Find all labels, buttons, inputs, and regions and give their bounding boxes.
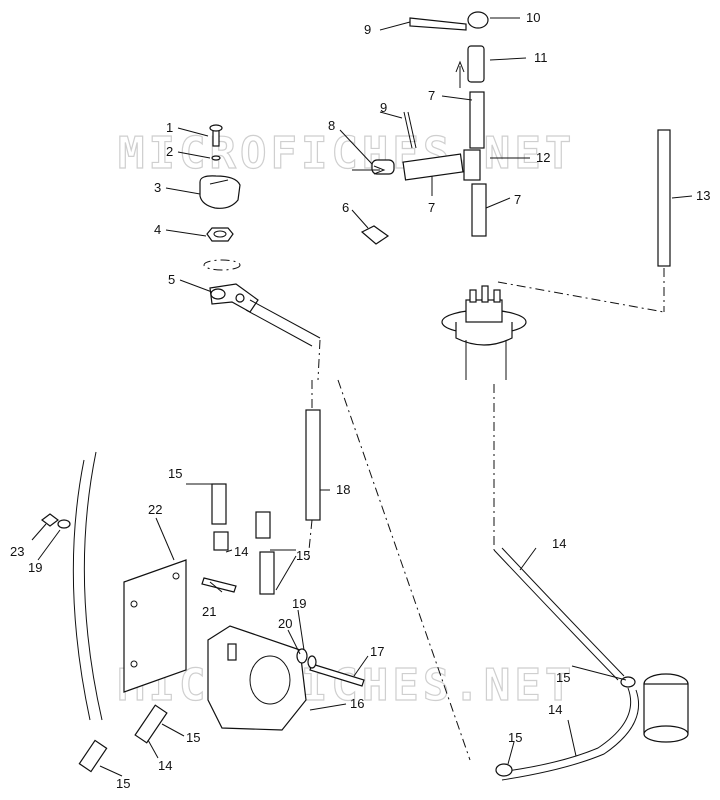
pump-body-part [207,625,307,731]
bracket-part [123,559,187,693]
label-7-middle: 7 [428,200,435,215]
fuel-filter-part [643,673,689,743]
retaining-ring-part [203,259,241,271]
label-4: 4 [154,222,161,237]
leader-lines [31,17,693,777]
label-11: 11 [534,50,548,65]
label-16: 16 [350,696,364,711]
label-15-pump-outlet: 15 [186,730,200,745]
label-22: 22 [148,502,162,517]
clip-part [360,225,390,245]
label-21: 21 [202,604,216,619]
label-13: 13 [696,188,710,203]
hose-upper-part [469,91,485,149]
fuel-hose-part [493,547,640,781]
label-8: 8 [328,118,335,133]
label-5: 5 [168,272,175,287]
label-9-top: 9 [364,22,371,37]
label-20: 20 [278,616,292,631]
label-6: 6 [342,200,349,215]
vent-cap-part [199,175,241,209]
label-18: 18 [336,482,350,497]
label-10: 10 [526,10,540,25]
label-1: 1 [166,120,173,135]
hose-middle-part [402,153,464,181]
label-15-fitting-right: 15 [296,548,310,563]
label-15-hose-end: 15 [508,730,522,745]
nut-part [206,227,234,242]
filter-cap-part [467,11,489,29]
label-7-upper: 7 [428,88,435,103]
label-19-left: 19 [28,560,42,575]
vent-valve-part [467,45,485,83]
return-hose-part [657,129,671,267]
label-9-middle: 9 [380,100,387,115]
vent-screw-top-part [409,17,467,31]
label-14-pump: 14 [234,544,248,559]
label-14-bottom: 14 [158,758,172,773]
fuel-line-part [305,409,321,521]
tank-sender-part [441,285,527,346]
label-3: 3 [154,180,161,195]
bracket-bolt-part [201,577,237,593]
label-12: 12 [536,150,550,165]
label-15-bottom: 15 [116,776,130,791]
hose-lower-part [471,183,487,237]
label-14-right-upper: 14 [552,536,566,551]
pump-fittings-part [78,483,275,773]
label-2: 2 [166,144,173,159]
watermark-bottom: MICROFICHES.NET [118,660,575,711]
part-number-labels: 1 2 3 4 5 6 7 7 7 8 9 9 10 11 12 13 14 1… [10,10,710,791]
label-7-lower: 7 [514,192,521,207]
label-15-fitting-top: 15 [168,466,182,481]
label-17: 17 [370,644,384,659]
label-15-filter: 15 [556,670,570,685]
watermark-top: MICROFICHES.NET [118,128,575,179]
fitting-elbow-part [209,283,259,313]
tee-fitting-part [463,149,481,181]
cap-washer-part [211,155,221,161]
vent-screw-part [403,111,417,149]
cap-screw-part [209,124,223,147]
label-19-pump: 19 [292,596,306,611]
label-23: 23 [10,544,24,559]
label-14-right-lower: 14 [548,702,562,717]
